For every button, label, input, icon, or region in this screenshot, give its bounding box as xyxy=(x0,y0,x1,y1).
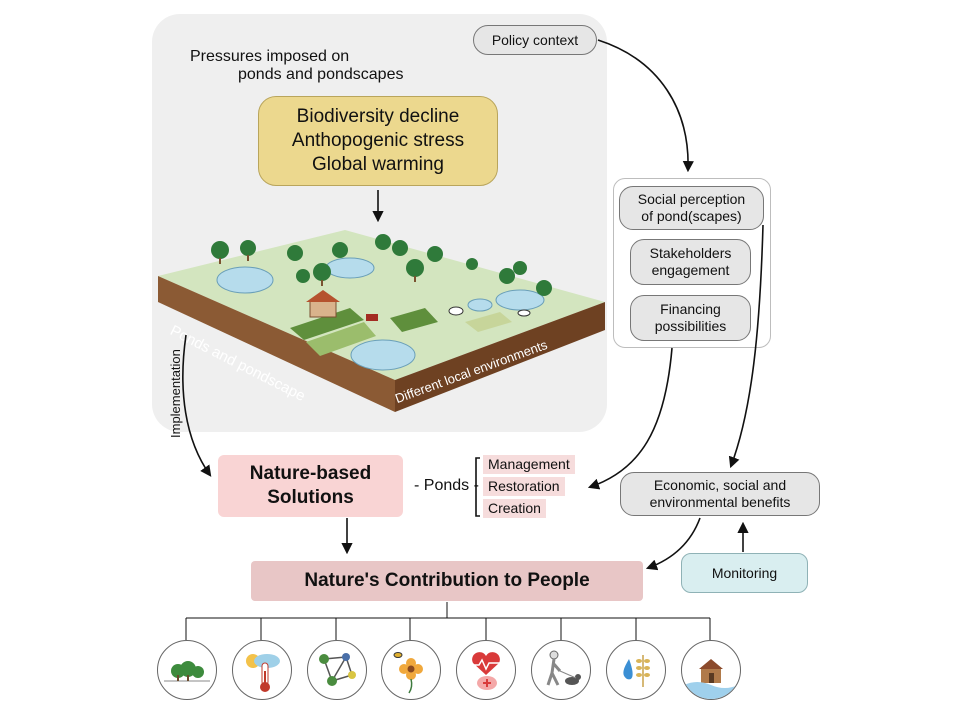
pond-action-management: Management xyxy=(483,455,575,474)
pond-action-creation: Creation xyxy=(483,499,546,518)
pond xyxy=(350,339,416,371)
benefits-box: Economic, social and environmental benef… xyxy=(620,472,820,516)
financing-box: Financing possibilities xyxy=(630,295,751,341)
pressures-box: Biodiversity decline Anthopogenic stress… xyxy=(258,96,498,186)
pressure-item: Biodiversity decline xyxy=(296,106,460,127)
pressures-title: Pressures imposed on ponds and pondscape… xyxy=(190,48,404,83)
pond xyxy=(216,266,274,294)
pressure-item: Global warming xyxy=(312,154,444,175)
pondscape-illustration xyxy=(158,230,605,412)
tractor xyxy=(366,314,378,321)
landscape-surface xyxy=(158,230,605,380)
monitoring-box: Monitoring xyxy=(681,553,808,593)
recreation-dog-walk-icon xyxy=(531,640,591,700)
pond xyxy=(467,298,493,312)
nature-based-solutions-box: Nature-based Solutions xyxy=(218,455,403,517)
pond xyxy=(325,257,375,279)
arrow-policy-to-social xyxy=(597,39,694,173)
ncp-box: Nature's Contribution to People xyxy=(251,561,643,601)
stakeholders-box: Stakeholders engagement xyxy=(630,239,751,285)
pressure-item: Anthopogenic stress xyxy=(291,130,465,151)
landscape-left-side xyxy=(158,276,395,412)
trees xyxy=(211,234,552,296)
ponds-label: - Ponds - xyxy=(414,477,479,494)
social-perception-box: Social perception of pond(scapes) xyxy=(619,186,764,230)
cow xyxy=(448,306,464,316)
field xyxy=(465,312,512,332)
pond-action-restoration: Restoration xyxy=(483,477,565,496)
pollinator-flower-icon xyxy=(381,640,441,700)
water-grain-icon xyxy=(606,640,666,700)
house-roof xyxy=(306,290,340,302)
field xyxy=(290,308,364,340)
field xyxy=(390,308,438,332)
health-heart-brain-icon xyxy=(456,640,516,700)
flood-house-icon xyxy=(681,640,741,700)
house xyxy=(309,300,337,318)
field xyxy=(306,322,376,356)
trees-icon xyxy=(157,640,217,700)
ncp-icon-tree xyxy=(185,602,711,640)
implementation-label: Implementation xyxy=(168,349,183,438)
cow xyxy=(517,309,531,317)
policy-context-box: Policy context xyxy=(473,25,597,55)
pond xyxy=(495,289,545,311)
landscape-right-side xyxy=(395,302,605,412)
climate-thermometer-icon xyxy=(232,640,292,700)
network-icon xyxy=(307,640,367,700)
